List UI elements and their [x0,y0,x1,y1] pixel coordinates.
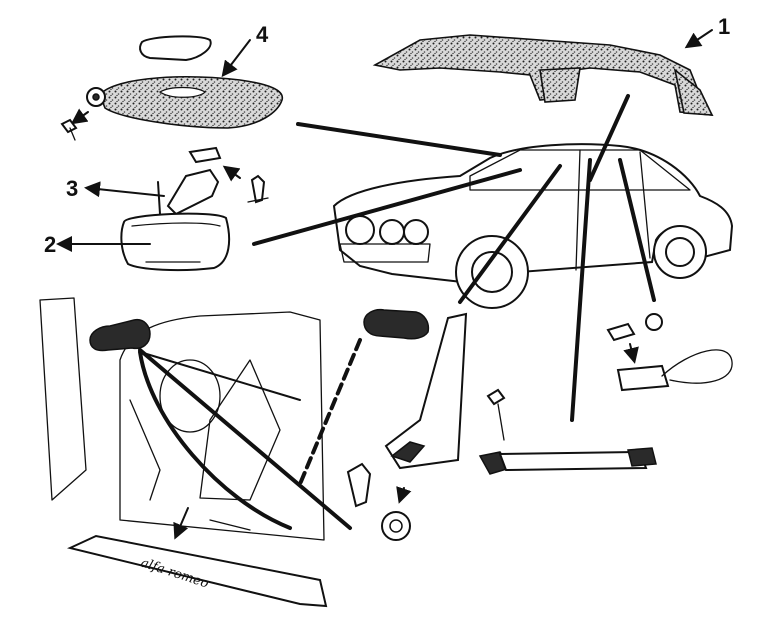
door-strap-part [606,313,733,392]
sun-visor-part [60,35,284,141]
rear-view-mirror-part [120,168,231,272]
interior-cutaway [39,297,325,541]
pillar-trim-part [346,308,468,541]
car-illustration [332,143,734,309]
callout-arrows [56,29,713,540]
sill-plate-part: alfa romeo [66,534,328,608]
mirror-bracket-part [188,146,269,204]
grip-handle-part [89,318,151,352]
callout-1: 1 [718,14,730,39]
headliner-part [372,34,714,116]
callout-2: 2 [44,232,56,257]
grab-bar-part [478,388,657,475]
callout-4: 4 [256,22,269,47]
leader-lines [138,94,656,530]
callout-3: 3 [66,176,78,201]
